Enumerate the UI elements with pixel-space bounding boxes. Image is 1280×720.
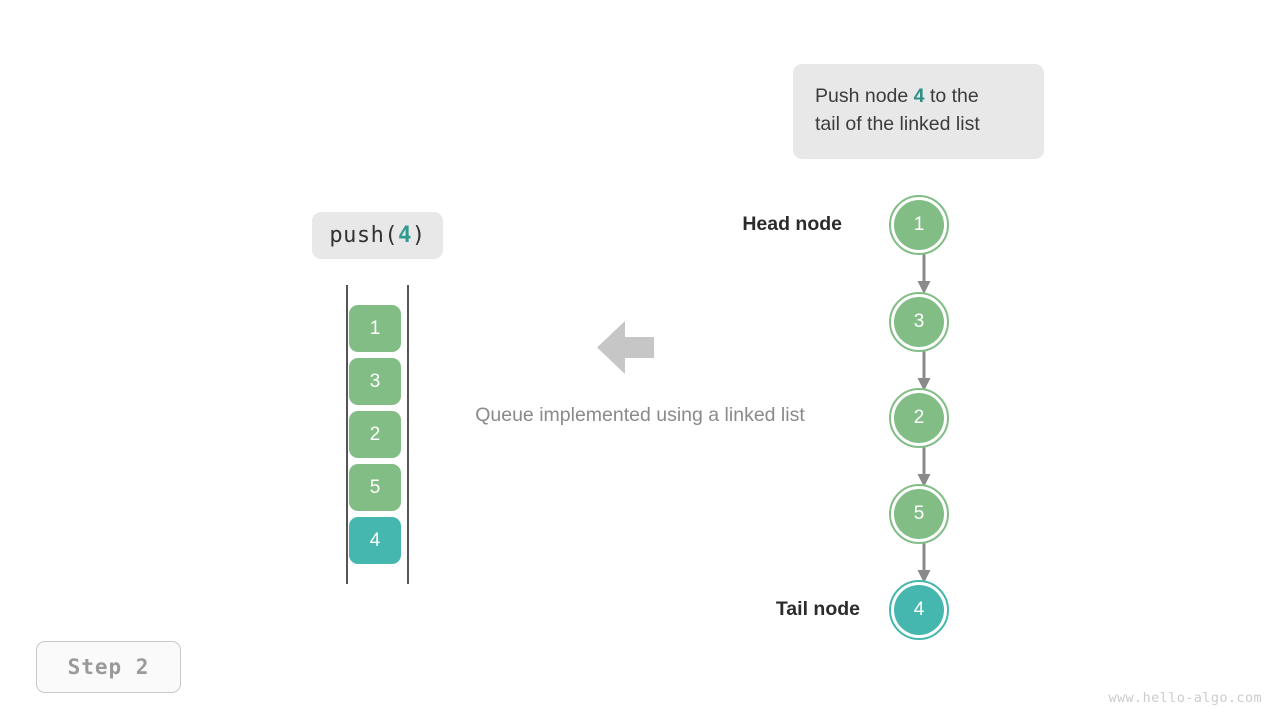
list-node-value: 5 [894,489,944,539]
queue-cell-value: 2 [369,423,381,445]
queue-column: 1 3 2 5 4 [346,285,409,584]
diagram-caption: Queue implemented using a linked list [475,404,805,426]
list-node-tail: 4 [889,580,949,640]
list-node: 3 [889,292,949,352]
list-node-value: 1 [894,200,944,250]
callout-line2: tail of the linked list [815,113,980,136]
list-node: 2 [889,388,949,448]
queue-rail-left [346,285,348,584]
queue-cell: 1 [349,305,401,352]
queue-cell: 2 [349,411,401,458]
node-connector-arrow-icon [914,253,934,295]
node-connector-arrow-icon [914,350,934,392]
operation-chip: push(4) [312,212,443,259]
operation-close-paren: ) [411,223,426,248]
list-node-value: 3 [894,297,944,347]
head-node-label: Head node [742,213,842,235]
callout-highlight-value: 4 [913,85,925,107]
operation-name: push( [329,223,399,248]
operation-argument: 4 [398,223,412,248]
list-node-value: 4 [894,585,944,635]
list-node-value: 2 [894,393,944,443]
queue-cell-value: 1 [369,317,381,339]
callout-line1-prefix: Push node [815,85,914,107]
queue-cell: 5 [349,464,401,511]
callout-box: Push node 4 to the tail of the linked li… [793,64,1044,159]
tail-node-label: Tail node [775,598,860,620]
linked-list: 1 3 2 5 [860,180,990,650]
left-arrow-icon [597,320,654,375]
queue-cell-value: 4 [369,529,381,551]
step-badge: Step 2 [36,641,181,693]
node-connector-arrow-icon [914,542,934,584]
queue-cell-new: 4 [349,517,401,564]
list-node: 5 [889,484,949,544]
queue-cell-value: 5 [369,476,381,498]
queue-cell-value: 3 [369,370,381,392]
queue-rail-right [407,285,409,584]
list-node-head: 1 [889,195,949,255]
callout-line1-suffix: to the [924,85,979,107]
queue-cell: 3 [349,358,401,405]
node-connector-arrow-icon [914,446,934,488]
watermark: www.hello-algo.com [1108,690,1262,706]
